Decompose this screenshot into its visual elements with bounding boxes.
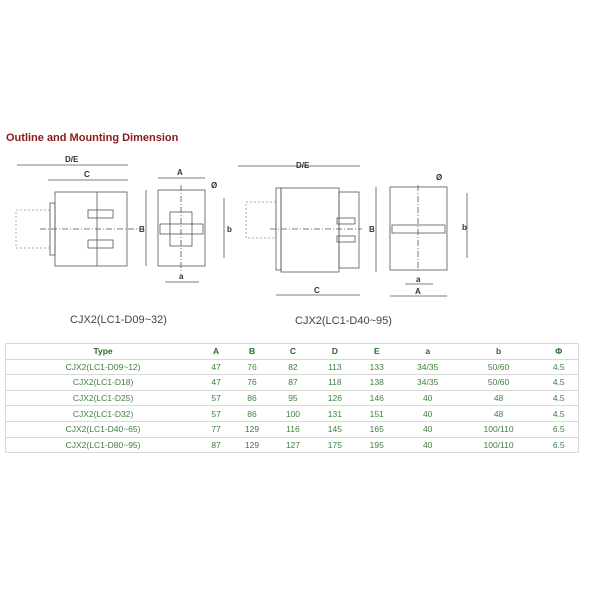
table-cell: 4.5	[539, 374, 579, 391]
table-cell: 165	[355, 421, 398, 438]
table-cell: CJX2(LC1-D25)	[5, 390, 201, 407]
table-cell: 34/35	[397, 359, 458, 376]
phi-label: Ø	[436, 173, 442, 182]
table-cell: 57	[200, 405, 233, 422]
table-cell: 100/110	[457, 437, 540, 454]
column-header: D	[313, 343, 356, 360]
table-cell: CJX2(LC1-D80~95)	[5, 437, 201, 454]
table-cell: 48	[457, 390, 540, 407]
table-cell: 76	[232, 374, 272, 391]
column-header: A	[200, 343, 233, 360]
table-cell: 48	[457, 405, 540, 422]
table-cell: 86	[232, 390, 272, 407]
small-front-view: A Ø b a	[157, 168, 232, 283]
b-big-label: B	[139, 225, 145, 234]
table-cell: 47	[200, 359, 233, 376]
section-title: Outline and Mounting Dimension	[6, 132, 179, 144]
table-cell: 47	[200, 374, 233, 391]
table-cell: 57	[200, 390, 233, 407]
phi-label: Ø	[211, 181, 217, 190]
table-cell: 151	[355, 405, 398, 422]
table-cell: 50/60	[457, 374, 540, 391]
b-small-label: b	[227, 225, 232, 234]
a-small-label: a	[179, 272, 184, 281]
b-small-label: b	[462, 223, 467, 232]
table-cell: 4.5	[539, 390, 579, 407]
table-cell: 126	[313, 390, 356, 407]
a-big-label: A	[177, 168, 183, 177]
small-side-view: D/E C B	[15, 155, 147, 267]
table-cell: 129	[232, 437, 272, 454]
table-cell: 40	[397, 421, 458, 438]
large-front-view: Ø b a A	[389, 173, 468, 297]
table-cell: 40	[397, 437, 458, 454]
table-cell: 146	[355, 390, 398, 407]
table-cell: 127	[271, 437, 314, 454]
table-cell: CJX2(LC1-D32)	[5, 405, 201, 422]
table-cell: 138	[355, 374, 398, 391]
table-cell: 34/35	[397, 374, 458, 391]
a-big-label: A	[415, 287, 421, 296]
table-cell: 95	[271, 390, 314, 407]
table-cell: 175	[313, 437, 356, 454]
column-header: B	[232, 343, 272, 360]
table-cell: 133	[355, 359, 398, 376]
table-cell: 131	[313, 405, 356, 422]
table-cell: 76	[232, 359, 272, 376]
large-caption: CJX2(LC1-D40~95)	[295, 315, 392, 327]
table-cell: 113	[313, 359, 356, 376]
table-cell: 77	[200, 421, 233, 438]
column-header: Type	[5, 343, 201, 360]
table-cell: 145	[313, 421, 356, 438]
table-cell: 6.5	[539, 421, 579, 438]
c-label: C	[314, 286, 320, 295]
table-cell: 4.5	[539, 359, 579, 376]
table-cell: 100/110	[457, 421, 540, 438]
table-cell: 118	[313, 374, 356, 391]
table-cell: CJX2(LC1-D09~12)	[5, 359, 201, 376]
table-cell: 40	[397, 390, 458, 407]
table-cell: 86	[232, 405, 272, 422]
small-caption: CJX2(LC1-D09~32)	[70, 314, 167, 326]
b-big-label: B	[369, 225, 375, 234]
table-cell: 40	[397, 405, 458, 422]
de-label: D/E	[296, 161, 310, 170]
c-label: C	[84, 170, 90, 179]
table-cell: 116	[271, 421, 314, 438]
table-cell: 4.5	[539, 405, 579, 422]
large-side-view: D/E C B	[238, 161, 377, 296]
table-cell: 100	[271, 405, 314, 422]
column-header: C	[271, 343, 314, 360]
table-cell: 129	[232, 421, 272, 438]
column-header: b	[457, 343, 540, 360]
de-label: D/E	[65, 155, 79, 164]
table-cell: CJX2(LC1-D40~65)	[5, 421, 201, 438]
a-small-label: a	[416, 275, 421, 284]
column-header: E	[355, 343, 398, 360]
column-header: a	[397, 343, 458, 360]
table-cell: 6.5	[539, 437, 579, 454]
table-cell: 87	[200, 437, 233, 454]
table-cell: 50/60	[457, 359, 540, 376]
table-cell: 195	[355, 437, 398, 454]
table-cell: 87	[271, 374, 314, 391]
column-header: Φ	[539, 343, 579, 360]
table-cell: CJX2(LC1-D18)	[5, 374, 201, 391]
outline-drawings: D/E C B A Ø b a D/E C B Ø b	[15, 155, 468, 297]
table-cell: 82	[271, 359, 314, 376]
